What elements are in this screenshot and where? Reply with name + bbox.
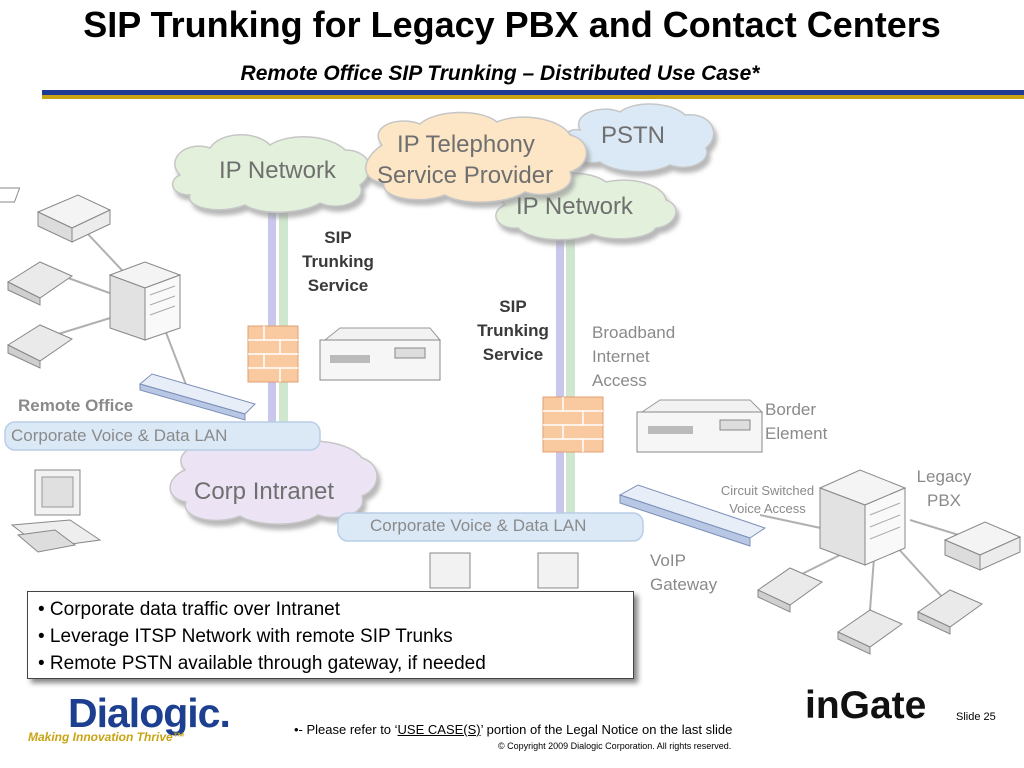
remote-office-label: Remote Office [18,396,134,415]
use-cases-link[interactable]: USE CASE(S) [397,722,481,737]
title-rule-gold [42,95,1024,99]
lan-bar-right [337,512,644,542]
broadband-line: Broadband [592,323,676,342]
trunk-lines [268,195,575,515]
cloud-label-pstn: PSTN [601,122,666,149]
legacy-line: Legacy [916,467,972,486]
bullet-item: • Remote PSTN available through gateway,… [38,653,486,674]
sip-label-line: Trunking [302,252,374,271]
voip-line: Gateway [650,575,718,594]
cloud-label-itsp-line1: IP Telephony [397,131,535,158]
broadband-line: Access [592,371,647,390]
sip-label-line: Service [482,345,544,364]
fax-right [943,521,1022,571]
firewall-left [247,325,299,383]
voip-gateway-device [618,484,767,547]
slide-subtitle: Remote Office SIP Trunking – Distributed… [240,62,760,85]
phone-1 [6,261,74,306]
cloud-label-ip-network-right: IP Network [516,193,633,220]
lan-bar-left [4,421,321,451]
title-rule-blue [42,90,1024,95]
voip-line: VoIP [650,551,686,570]
border-element-label: Border Element [765,398,827,446]
circuit-switched-label: Circuit Switched Voice Access [705,482,830,518]
broadband-label: Broadband Internet Access [592,321,675,393]
cloud-label-corp-intranet: Corp Intranet [194,478,335,505]
phone-4 [836,609,904,655]
bullet-item: • Leverage ITSP Network with remote SIP … [38,626,453,647]
csva-line: Circuit Switched [720,483,815,498]
lan-label-right: Corporate Voice & Data LAN [370,516,587,535]
sip-label-line: SIP [324,228,352,247]
bullet-box: • Corporate data traffic over Intranet •… [27,591,634,679]
border-line: Element [765,424,828,443]
cloud-label-ip-network-left: IP Network [219,157,336,184]
dialogic-logo: Dialogic. [68,690,231,736]
sip-label-line: Service [307,276,369,295]
sip-label-line: SIP [499,297,527,316]
cloud-label-itsp-line2: Service Provider [377,162,554,189]
lan-label-left: Corporate Voice & Data LAN [11,426,228,445]
sip-label-line: Trunking [477,321,549,340]
legal-note-suffix: ’ portion of the Legal Notice on the las… [480,722,733,737]
remote-switch [138,373,256,421]
border-element-right [636,399,764,453]
ingate-logo: inGate [805,684,927,727]
phone-5 [916,589,984,635]
pc-hq-2 [537,552,579,589]
legacy-pbx [818,469,907,566]
csva-line: Voice Access [729,501,806,516]
legacy-line: PBX [926,491,962,510]
phone-3 [756,567,824,613]
phone-2 [6,324,74,369]
broadband-line: Internet [592,347,650,366]
legal-note-prefix: •- Please refer to ‘ [294,722,398,737]
sip-trunking-label-left: SIP Trunking Service [288,226,388,298]
remote-pbx [108,261,182,341]
pc-remote [10,469,102,553]
dialogic-tagline: Making Innovation Thrive™ [28,730,185,744]
bullet-item: • Corporate data traffic over Intranet [38,599,341,620]
cloud-ip-network-left [171,134,371,213]
border-element-left [319,327,442,381]
legal-note: •- Please refer to ‘USE CASE(S)’ portion… [294,722,732,737]
pc-hq-1 [429,552,471,589]
slide-title: SIP Trunking for Legacy PBX and Contact … [83,4,941,45]
copyright: © Copyright 2009 Dialogic Corporation. A… [498,741,732,751]
sip-trunking-label-mid: SIP Trunking Service [463,295,563,367]
slide-number: Slide 25 [956,711,996,723]
firewall-mid [542,396,604,453]
legacy-pbx-label: Legacy PBX [898,465,990,513]
border-line: Border [765,400,817,419]
voip-gateway-label: VoIP Gateway [650,549,717,597]
cloud-itsp [365,111,588,203]
fax-left [0,187,112,243]
